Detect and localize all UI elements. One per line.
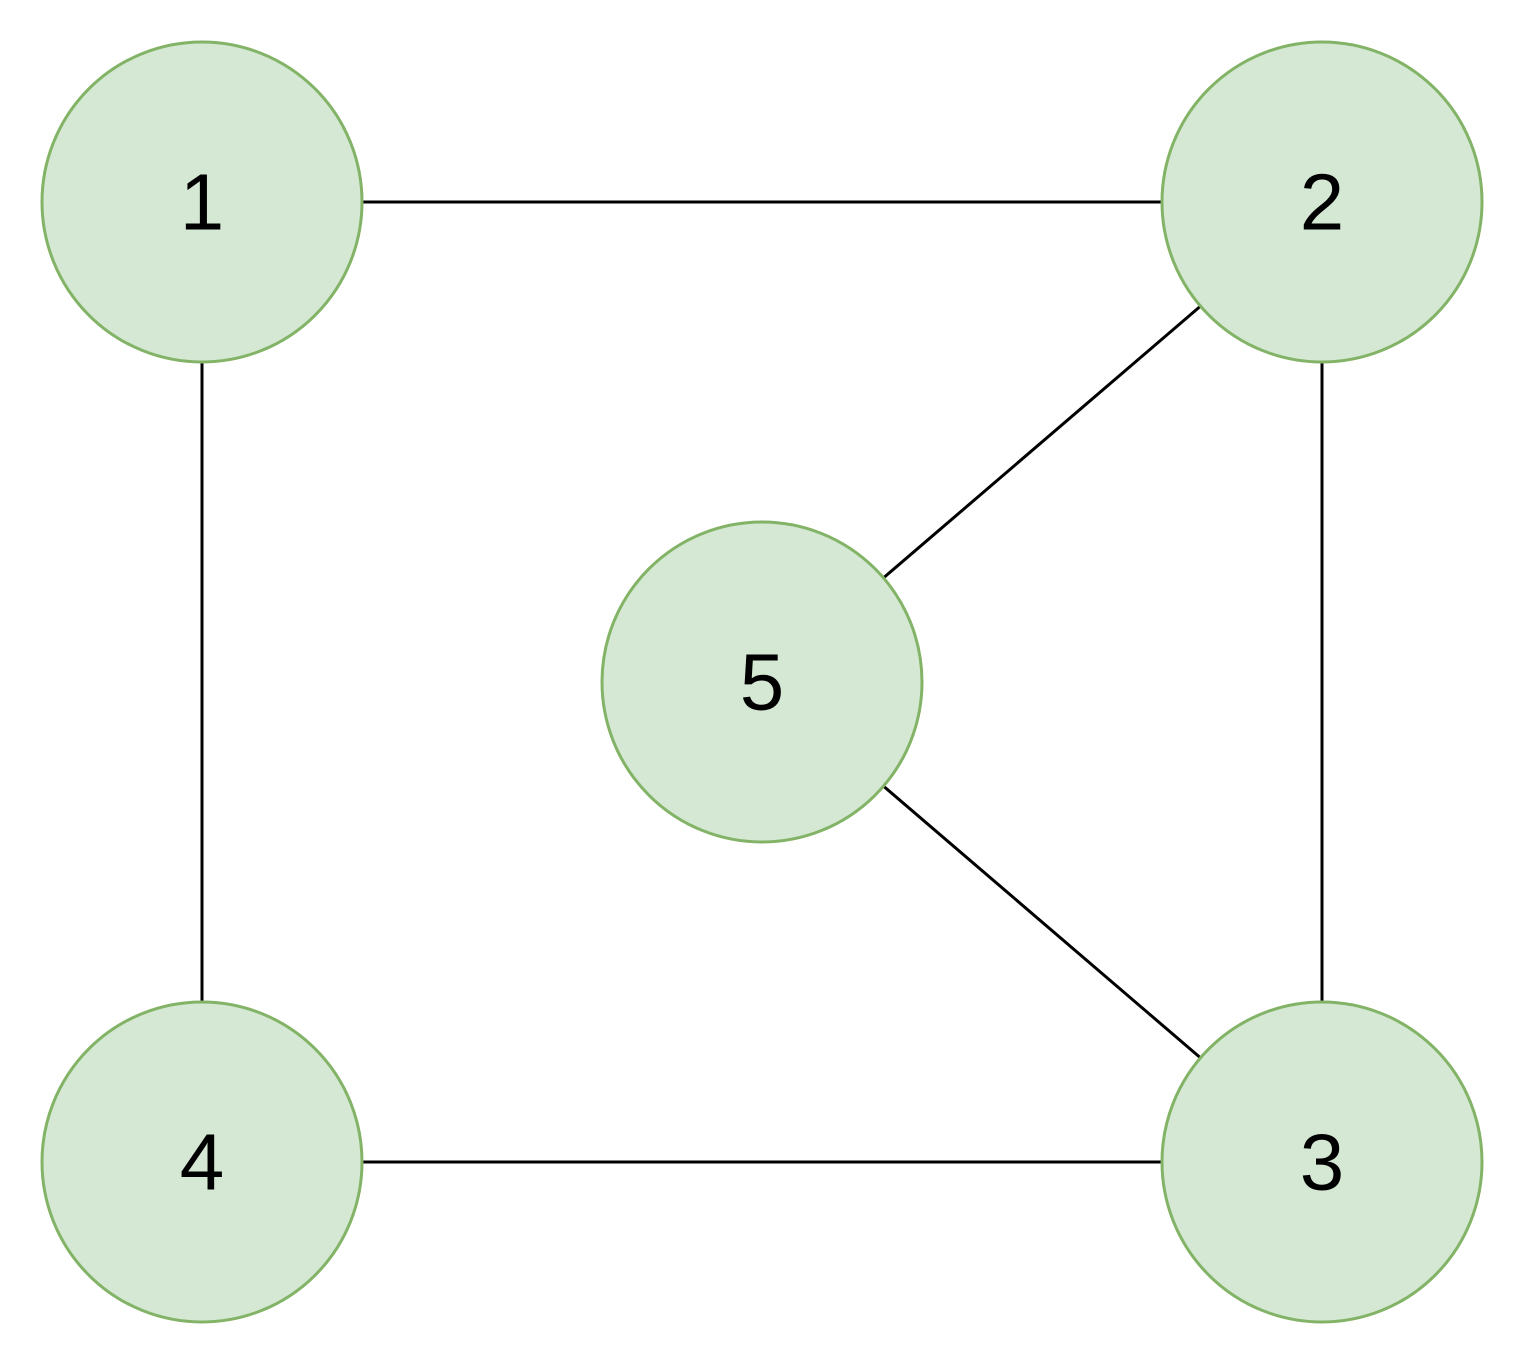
node-4-label: 4 <box>180 1118 225 1207</box>
node-1: 1 <box>40 40 364 364</box>
node-2: 2 <box>1160 40 1484 364</box>
node-5-label: 5 <box>740 638 785 727</box>
node-4: 4 <box>40 1000 364 1324</box>
edges-layer <box>200 200 1324 1164</box>
node-5-circle <box>600 520 924 844</box>
node-3: 3 <box>1160 1000 1484 1324</box>
node-5: 5 <box>600 520 924 844</box>
node-4-circle <box>40 1000 364 1324</box>
node-2-label: 2 <box>1300 158 1345 247</box>
edge-3-5 <box>882 784 1202 1060</box>
edge-2-5 <box>882 304 1202 580</box>
node-3-label: 3 <box>1300 1118 1345 1207</box>
node-3-circle <box>1160 1000 1484 1324</box>
node-2-circle <box>1160 40 1484 364</box>
node-1-label: 1 <box>180 158 225 247</box>
nodes-layer: 1 2 3 4 5 <box>40 40 1484 1324</box>
node-1-circle <box>40 40 364 364</box>
